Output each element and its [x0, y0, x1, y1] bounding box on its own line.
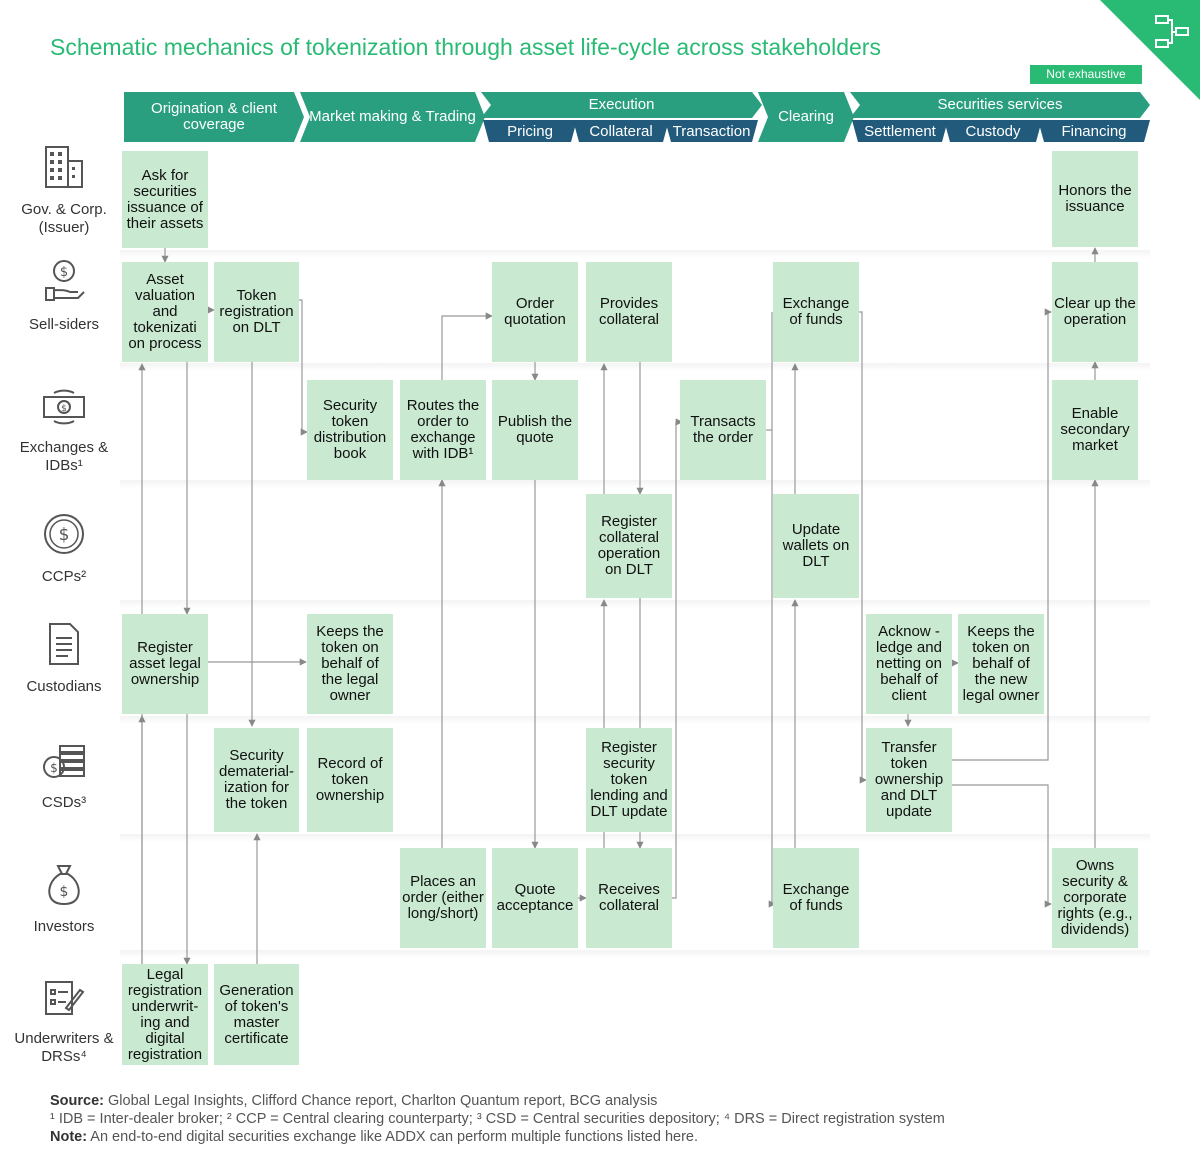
actor-csds: $ CSDs³: [8, 742, 120, 812]
box-security-distribution: Security token distribution book: [307, 380, 393, 480]
row-divider: [120, 363, 1150, 371]
actor-label: CSDs³: [41, 794, 87, 811]
box-keeps-token-2: Keeps the token on behalf of the new leg…: [958, 614, 1044, 714]
subphase-pricing: Pricing: [483, 120, 577, 142]
box-asset-valuation: Asset valuation and tokenizati on proces…: [122, 262, 208, 362]
phase-execution: Execution: [481, 92, 762, 118]
svg-text:$: $: [59, 525, 70, 545]
box-dematerialization: Security dematerial-ization for the toke…: [214, 728, 299, 832]
box-update-wallets: Update wallets on DLT: [773, 494, 859, 598]
actor-label: Investors: [33, 918, 95, 935]
box-keeps-token-1: Keeps the token on behalf of the legal o…: [307, 614, 393, 714]
note-text: An end-to-end digital securities exchang…: [90, 1129, 699, 1145]
row-divider: [120, 950, 1150, 958]
box-register-lending: Register security token lending and DLT …: [586, 728, 672, 832]
money-bag-icon: $: [8, 862, 120, 914]
footnotes: ¹ IDB = Inter-dealer broker; ² CCP = Cen…: [50, 1111, 945, 1127]
svg-text:$: $: [50, 761, 58, 775]
actor-label: Gov. & Corp. (Issuer): [21, 201, 107, 236]
box-owns-security: Owns security & corporate rights (e.g., …: [1052, 848, 1138, 948]
box-quote-acceptance: Quote acceptance: [492, 848, 578, 948]
box-generation-certificate: Generation of token's master certificate: [214, 964, 299, 1065]
box-transfer-ownership: Transfer token ownership and DLT update: [866, 728, 952, 832]
box-receives-collateral: Receives collateral: [586, 848, 672, 948]
row-divider: [120, 250, 1150, 258]
subphase-collateral: Collateral: [573, 120, 669, 142]
note-label: Note:: [50, 1129, 88, 1145]
box-publish-quote: Publish the quote: [492, 380, 578, 480]
actor-label: CCPs²: [41, 568, 87, 585]
phase-market-making: Market making & Trading: [300, 92, 485, 142]
phase-securities-services: Securities services: [850, 92, 1150, 118]
box-honors-issuance: Honors the issuance: [1052, 151, 1138, 247]
box-legal-registration: Legal registration underwrit-ing and dig…: [122, 964, 208, 1065]
actor-ccps: $ CCPs²: [8, 512, 120, 586]
box-record-ownership: Record of token ownership: [307, 728, 393, 832]
not-exhaustive-badge: Not exhaustive: [1030, 65, 1142, 84]
exchange-money-icon: $: [8, 387, 120, 435]
box-acknowledge: Acknow -ledge and netting on behalf of c…: [866, 614, 952, 714]
actor-custodians: Custodians: [8, 622, 120, 696]
phase-origination: Origination & client coverage: [124, 92, 304, 142]
phase-clearing: Clearing: [758, 92, 854, 142]
box-places-order: Places an order (either long/short): [400, 848, 486, 948]
row-divider: [120, 480, 1150, 488]
subphase-transaction: Transaction: [665, 120, 758, 142]
box-register-collateral: Register collateral operation on DLT: [586, 494, 672, 598]
box-exchange-funds-2: Exchange of funds: [773, 848, 859, 948]
subphase-custody: Custody: [944, 120, 1042, 142]
subphase-settlement: Settlement: [852, 120, 948, 142]
box-provides-collateral: Provides collateral: [586, 262, 672, 362]
box-ask-issuance: Ask for securities issuance of their ass…: [122, 151, 208, 248]
box-transacts-order: Transacts the order: [680, 380, 766, 480]
hand-coin-icon: $: [8, 258, 120, 312]
actor-sellsiders: $ Sell-siders: [8, 258, 120, 334]
source-label: Source:: [50, 1093, 104, 1109]
source-line: Source: Global Legal Insights, Clifford …: [50, 1093, 657, 1109]
box-enable-secondary: Enable secondary market: [1052, 380, 1138, 480]
box-order-quotation: Order quotation: [492, 262, 578, 362]
actor-label: Exchanges & IDBs¹: [19, 439, 109, 474]
box-exchange-funds-1: Exchange of funds: [773, 262, 859, 362]
actor-label: Sell-siders: [28, 316, 100, 333]
row-divider: [120, 834, 1150, 842]
box-token-registration: Token registration on DLT: [214, 262, 299, 362]
flowchart-icon: [1152, 12, 1192, 58]
row-divider: [120, 716, 1150, 724]
actor-label: Underwriters & DRSs⁴: [14, 1030, 114, 1065]
building-icon: [8, 145, 120, 197]
actor-investors: $ Investors: [8, 862, 120, 936]
box-routes-order: Routes the order to exchange with IDB¹: [400, 380, 486, 480]
note-line: Note: An end-to-end digital securities e…: [50, 1129, 698, 1145]
box-register-ownership: Register asset legal ownership: [122, 614, 208, 714]
svg-text:$: $: [60, 884, 69, 900]
signing-document-icon: [8, 978, 120, 1026]
coin-icon: $: [8, 512, 120, 564]
svg-text:$: $: [60, 265, 68, 280]
coin-stack-icon: $: [8, 742, 120, 790]
document-icon: [8, 622, 120, 674]
box-clear-up: Clear up the operation: [1052, 262, 1138, 362]
actor-exchanges: $ Exchanges & IDBs¹: [8, 387, 120, 475]
svg-text:$: $: [61, 404, 67, 414]
actor-issuer: Gov. & Corp. (Issuer): [8, 145, 120, 237]
source-text: Global Legal Insights, Clifford Chance r…: [108, 1093, 658, 1109]
actor-underwriters: Underwriters & DRSs⁴: [8, 978, 120, 1066]
subphase-financing: Financing: [1038, 120, 1150, 142]
row-divider: [120, 600, 1150, 608]
page-title: Schematic mechanics of tokenization thro…: [50, 34, 881, 60]
actor-label: Custodians: [26, 678, 102, 695]
